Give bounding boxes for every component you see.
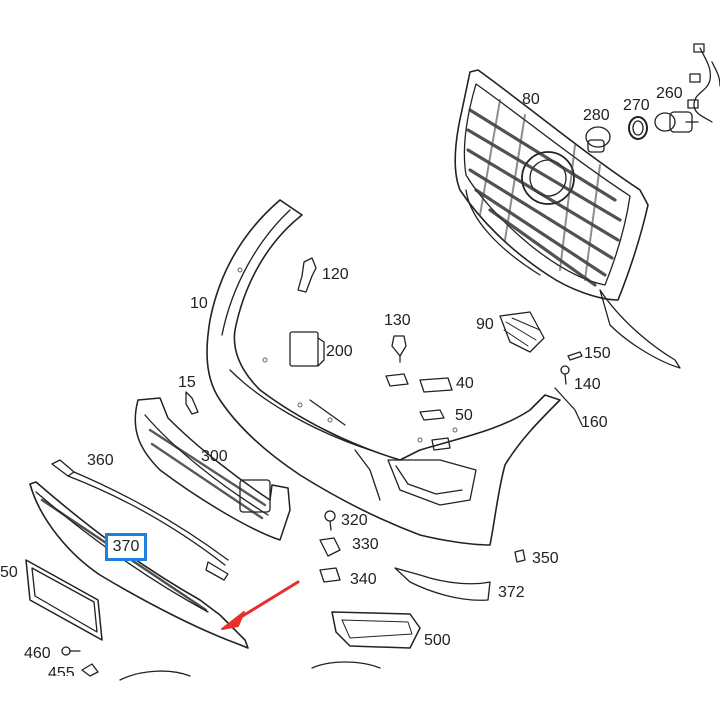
module-200 (289, 331, 325, 367)
part-label-140: 140 (574, 376, 601, 393)
part-label-150: 150 (584, 345, 611, 362)
bumper-cover (206, 199, 561, 546)
part-label-280: 280 (583, 107, 610, 124)
clip-340 (319, 567, 341, 583)
part-label-10: 10 (190, 295, 208, 312)
part-label-330: 330 (352, 536, 379, 553)
part-label-120: 120 (322, 266, 349, 283)
clip-350 (514, 549, 526, 563)
part-label-460: 460 (24, 645, 51, 662)
sensor-330 (319, 537, 341, 557)
part-label-160: 160 (581, 414, 608, 431)
radiator-grille (454, 69, 681, 369)
bracket-40 (385, 373, 453, 393)
bolt-140 (560, 365, 570, 385)
part-label-455-cut: 455 (48, 666, 75, 676)
trim-strip (51, 459, 229, 581)
part-label-340: 340 (350, 571, 377, 588)
part-label-320: 320 (341, 512, 368, 529)
parking-sensors (585, 111, 699, 153)
leader-160 (554, 387, 583, 426)
grille-500 (331, 611, 421, 649)
screw-150 (567, 351, 583, 361)
bolt-320 (324, 510, 336, 531)
part-label-360: 360 (87, 452, 114, 469)
license-plate-bracket (25, 559, 103, 641)
wiring-harness (687, 43, 720, 123)
part-label-15: 15 (178, 374, 196, 391)
bracket-15 (185, 391, 199, 415)
bolt-460 (61, 646, 81, 656)
part-label-350: 350 (532, 550, 559, 567)
bracket-120 (297, 257, 317, 293)
part-label-50: 50 (455, 407, 473, 424)
part-label-130: 130 (384, 312, 411, 329)
part-label-40: 40 (456, 375, 474, 392)
grille-90 (499, 311, 545, 353)
part-label-370-highlighted[interactable]: 370 (105, 533, 147, 561)
impact-beam (134, 397, 291, 541)
part-label-200: 200 (326, 343, 353, 360)
part-label-300: 300 (201, 448, 228, 465)
trim-372 (394, 567, 491, 601)
part-label-260: 260 (656, 85, 683, 102)
clip-130 (391, 335, 407, 363)
part-edge-bottom (119, 670, 191, 681)
part-label-80: 80 (522, 91, 540, 108)
part-label-372: 372 (498, 584, 525, 601)
part-label-270: 270 (623, 97, 650, 114)
pointer-arrow (221, 580, 300, 630)
part-label-500: 500 (424, 632, 451, 649)
part-edge-bottom-2 (311, 661, 381, 669)
part-label-450-cut: 50 (0, 564, 18, 581)
bracket-50 (419, 409, 451, 451)
part-label-90: 90 (476, 316, 494, 333)
clip-455 (81, 663, 99, 677)
